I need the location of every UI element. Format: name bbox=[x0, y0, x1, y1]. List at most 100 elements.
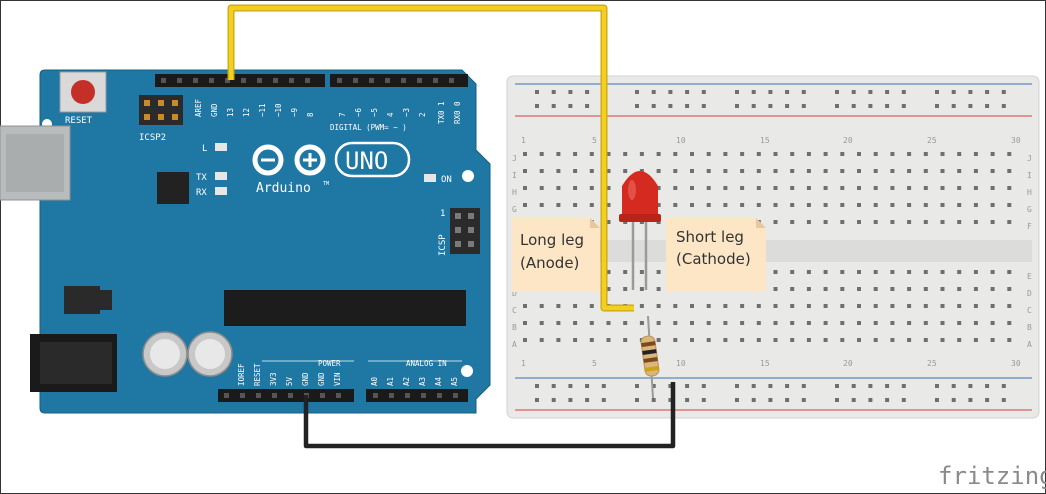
breadboard-hole bbox=[924, 203, 928, 207]
rail-hole bbox=[535, 90, 539, 94]
breadboard-hole bbox=[774, 186, 778, 190]
breadboard-hole bbox=[840, 169, 844, 173]
breadboard-hole bbox=[573, 321, 577, 325]
breadboard-hole bbox=[941, 270, 945, 274]
breadboard-hole bbox=[974, 186, 978, 190]
breadboard-hole bbox=[690, 169, 694, 173]
breadboard-hole bbox=[573, 186, 577, 190]
breadboard-hole bbox=[673, 169, 677, 173]
rail-hole bbox=[752, 398, 756, 402]
breadboard-hole bbox=[874, 321, 878, 325]
header-pin bbox=[256, 393, 261, 398]
breadboard-hole bbox=[957, 220, 961, 224]
col-number: 25 bbox=[927, 359, 937, 368]
breadboard-hole bbox=[640, 152, 644, 156]
icsp-pin bbox=[158, 114, 164, 120]
breadboard-hole bbox=[957, 338, 961, 342]
breadboard-hole bbox=[740, 321, 744, 325]
breadboard-hole bbox=[941, 169, 945, 173]
breadboard-hole bbox=[807, 203, 811, 207]
reset-label: RESET bbox=[65, 116, 93, 126]
rail-hole bbox=[752, 104, 756, 108]
breadboard-hole bbox=[807, 338, 811, 342]
rail-hole bbox=[968, 384, 972, 388]
breadboard-hole bbox=[623, 270, 627, 274]
rail-hole bbox=[968, 104, 972, 108]
rail-hole bbox=[652, 398, 656, 402]
breadboard-hole bbox=[523, 152, 527, 156]
pin-label: VIN bbox=[333, 372, 342, 386]
breadboard-hole bbox=[623, 152, 627, 156]
breadboard-hole bbox=[790, 270, 794, 274]
breadboard-hole bbox=[991, 169, 995, 173]
power-jack-inner bbox=[40, 342, 112, 384]
breadboard-hole bbox=[707, 338, 711, 342]
breadboard-hole bbox=[673, 203, 677, 207]
row-letter: B bbox=[512, 323, 517, 332]
breadboard-hole bbox=[774, 203, 778, 207]
rail-hole bbox=[952, 384, 956, 388]
breadboard-hole bbox=[824, 304, 828, 308]
breadboard-hole bbox=[657, 338, 661, 342]
breadboard-hole bbox=[707, 304, 711, 308]
header-pin bbox=[336, 393, 341, 398]
rx-led bbox=[215, 187, 227, 195]
breadboard-hole bbox=[790, 186, 794, 190]
callout-long-leg: Long leg (Anode) bbox=[512, 218, 600, 292]
breadboard-hole bbox=[740, 152, 744, 156]
rail-hole bbox=[952, 104, 956, 108]
breadboard-hole bbox=[1007, 220, 1011, 224]
header-pin bbox=[161, 78, 166, 83]
breadboard-hole bbox=[857, 338, 861, 342]
breadboard-hole bbox=[556, 321, 560, 325]
breadboard-hole bbox=[907, 152, 911, 156]
breadboard-hole bbox=[640, 270, 644, 274]
microcontroller-chip bbox=[224, 290, 466, 326]
breadboard-hole bbox=[974, 338, 978, 342]
breadboard-hole bbox=[874, 220, 878, 224]
breadboard-hole bbox=[774, 338, 778, 342]
breadboard-hole bbox=[890, 220, 894, 224]
reset-button-cap bbox=[71, 80, 95, 104]
rail-hole bbox=[568, 398, 572, 402]
breadboard-hole bbox=[573, 304, 577, 308]
rail-hole bbox=[752, 384, 756, 388]
row-letter: I bbox=[1027, 171, 1032, 180]
rail-hole bbox=[852, 104, 856, 108]
l-label: L bbox=[202, 144, 207, 154]
breadboard-hole bbox=[1007, 270, 1011, 274]
mounting-hole bbox=[461, 365, 473, 377]
rail-hole bbox=[702, 398, 706, 402]
capacitor-top bbox=[150, 339, 180, 369]
breadboard-hole bbox=[790, 338, 794, 342]
rail-hole bbox=[768, 104, 772, 108]
pin-label: 2 bbox=[418, 112, 427, 117]
breadboard-hole bbox=[790, 321, 794, 325]
breadboard-hole bbox=[573, 338, 577, 342]
breadboard-hole bbox=[991, 287, 995, 291]
breadboard-hole bbox=[907, 304, 911, 308]
rail-hole bbox=[685, 384, 689, 388]
voltage-regulator bbox=[64, 286, 100, 314]
breadboard-hole bbox=[774, 169, 778, 173]
breadboard-hole bbox=[874, 270, 878, 274]
rail-hole bbox=[868, 384, 872, 388]
breadboard-hole bbox=[723, 304, 727, 308]
breadboard-hole bbox=[857, 169, 861, 173]
rail-hole bbox=[985, 104, 989, 108]
breadboard-hole bbox=[924, 169, 928, 173]
header-pin bbox=[437, 393, 442, 398]
breadboard-hole bbox=[556, 186, 560, 190]
breadboard-hole bbox=[740, 203, 744, 207]
rail-hole bbox=[952, 90, 956, 94]
breadboard-hole bbox=[774, 220, 778, 224]
rail-hole bbox=[568, 384, 572, 388]
breadboard-hole bbox=[824, 321, 828, 325]
breadboard-hole bbox=[790, 304, 794, 308]
breadboard-hole bbox=[590, 203, 594, 207]
header-pin bbox=[353, 78, 358, 83]
rail-hole bbox=[885, 398, 889, 402]
pin-label: 3V3 bbox=[269, 372, 278, 386]
row-letter: A bbox=[512, 340, 517, 349]
breadboard-hole bbox=[723, 186, 727, 190]
